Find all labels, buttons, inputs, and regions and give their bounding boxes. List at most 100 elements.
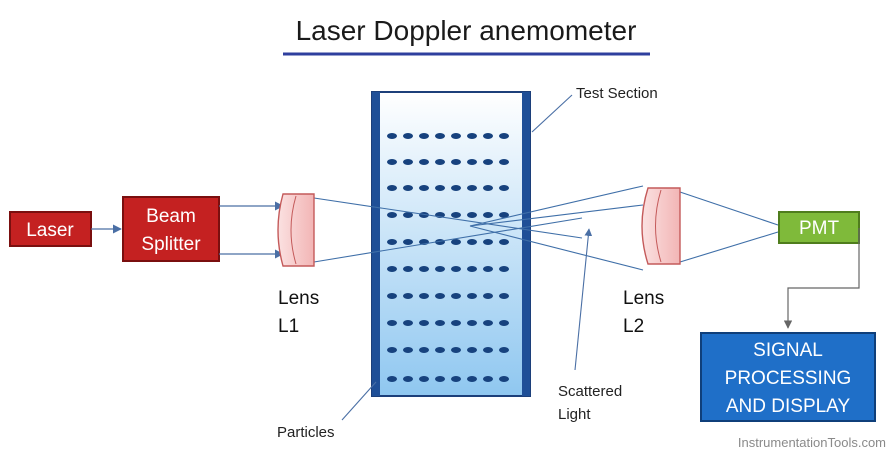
test-section-right-wall (522, 92, 530, 396)
particle (419, 185, 429, 191)
scattered-ray-2 (469, 225, 644, 271)
particle (483, 133, 493, 139)
particle (403, 212, 413, 218)
particle (451, 212, 461, 218)
particle (483, 185, 493, 191)
particle (451, 133, 461, 139)
particle (387, 266, 397, 272)
particle (419, 133, 429, 139)
particle (403, 239, 413, 245)
particle (387, 239, 397, 245)
particle (467, 185, 477, 191)
watermark: InstrumentationTools.com (738, 435, 886, 450)
particle (403, 133, 413, 139)
particle (483, 376, 493, 382)
particle (499, 376, 509, 382)
particle (387, 212, 397, 218)
particle (435, 266, 445, 272)
lens-l1-curve (290, 195, 297, 265)
particle (483, 320, 493, 326)
signal-label-line3: AND DISPLAY (726, 396, 851, 417)
particle (483, 266, 493, 272)
lens-l2 (641, 187, 681, 265)
particle (499, 185, 509, 191)
l2-to-pmt-ray-2 (679, 231, 779, 263)
particle (435, 133, 445, 139)
signal-processing-box (700, 332, 876, 422)
particle (451, 376, 461, 382)
particle (467, 266, 477, 272)
diagram-title: Laser Doppler anemometer (296, 15, 637, 46)
particle (435, 293, 445, 299)
test-section-left-wall (372, 92, 380, 396)
scattered-ray-3 (469, 204, 644, 227)
particle (451, 347, 461, 353)
scattered-label-line1: Scattered (558, 383, 622, 400)
particle (387, 293, 397, 299)
particle (483, 293, 493, 299)
particle (451, 159, 461, 165)
beam-ray-1 (313, 197, 583, 239)
lens-l2-curve (655, 189, 662, 263)
test-section-pointer (531, 94, 573, 133)
particle (435, 320, 445, 326)
laser-label: Laser (26, 220, 74, 241)
beam-splitter-box (122, 196, 220, 262)
particle (403, 320, 413, 326)
particle (403, 159, 413, 165)
particle (499, 159, 509, 165)
particle (467, 133, 477, 139)
particle (451, 266, 461, 272)
particle (499, 266, 509, 272)
scattered-light-pointer (574, 228, 593, 371)
pmt-to-signal-connector (783, 228, 860, 329)
pmt-box (778, 211, 860, 244)
particle (387, 133, 397, 139)
particle (467, 320, 477, 326)
particle (419, 266, 429, 272)
lens-l1-label-line1: Lens (278, 288, 319, 309)
particle (419, 376, 429, 382)
particles-group (387, 133, 509, 382)
particle (419, 159, 429, 165)
particle (435, 159, 445, 165)
particle (467, 293, 477, 299)
lens-l1 (277, 193, 315, 267)
particle (451, 239, 461, 245)
particle (403, 293, 413, 299)
particle (483, 347, 493, 353)
particle (483, 239, 493, 245)
l2-to-pmt-ray-1 (679, 191, 779, 226)
particle (499, 347, 509, 353)
particle (403, 266, 413, 272)
signal-label-line1: SIGNAL (753, 340, 823, 361)
lens-l2-label-line2: L2 (623, 316, 644, 337)
particle (467, 159, 477, 165)
particle (483, 212, 493, 218)
particle (387, 376, 397, 382)
particle (403, 347, 413, 353)
particle (387, 159, 397, 165)
particle (435, 376, 445, 382)
particle (467, 212, 477, 218)
particle (387, 347, 397, 353)
lens-l1-label-line2: L1 (278, 316, 299, 337)
particle (499, 133, 509, 139)
particle (451, 320, 461, 326)
scattered-label-line2: Light (558, 406, 591, 423)
beam-ray-2 (313, 217, 583, 263)
beam-splitter-label-line1: Beam (146, 206, 196, 227)
particle (467, 376, 477, 382)
pmt-label: PMT (799, 218, 840, 239)
particles-label: Particles (277, 424, 335, 441)
particle (467, 347, 477, 353)
particle (483, 159, 493, 165)
particle (419, 320, 429, 326)
particle (451, 185, 461, 191)
particle (499, 293, 509, 299)
particle (387, 185, 397, 191)
signal-label-line2: PROCESSING (725, 368, 852, 389)
particle (435, 185, 445, 191)
